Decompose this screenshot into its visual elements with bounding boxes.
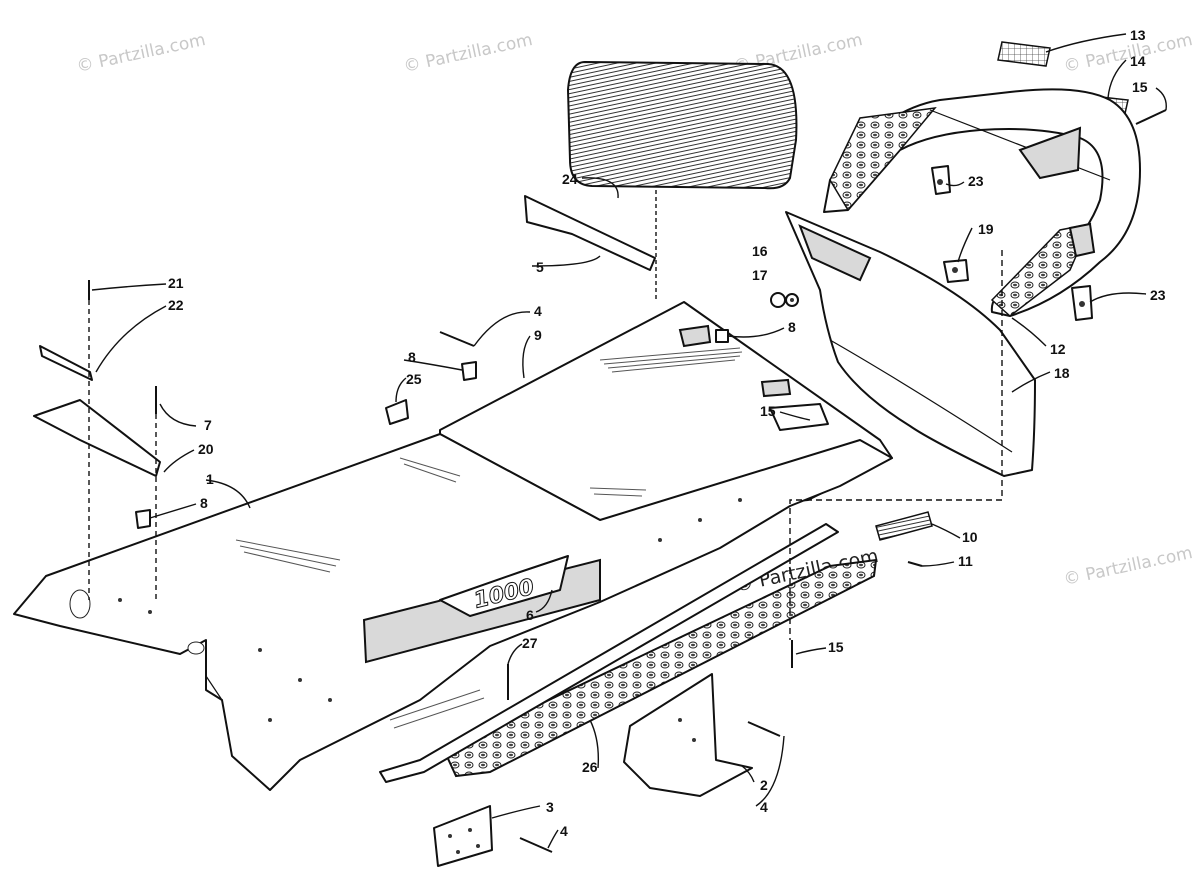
- callout-15: 15: [1132, 79, 1148, 95]
- callout-26: 26: [582, 759, 598, 775]
- callout-4-plate: 4: [560, 823, 568, 839]
- part-8-bumper: [135, 329, 729, 529]
- callout-14: 14: [1130, 53, 1146, 69]
- part-15-bolt: [791, 109, 1167, 668]
- part-24-seat-pad: [566, 60, 798, 190]
- part-5-strip: [524, 195, 656, 271]
- callout-1: 1: [206, 471, 214, 487]
- callout-17: 17: [752, 267, 768, 283]
- callout-5: 5: [536, 259, 544, 275]
- part-23-clip: [931, 165, 951, 195]
- callout-16: 16: [752, 243, 768, 259]
- callout-11: 11: [958, 553, 973, 569]
- callout-4: 4: [534, 303, 542, 319]
- part-11-screw: [907, 561, 923, 567]
- part-26-running-board: [379, 523, 878, 783]
- part-16-17-nut-washer: [770, 292, 799, 308]
- callout-2: 2: [760, 777, 768, 793]
- part-2-bracket: [623, 673, 753, 797]
- watermark: © Partzilla.com: [1062, 543, 1194, 590]
- callout-22: 22: [168, 297, 184, 313]
- part-18-rear-flap: [785, 211, 1036, 477]
- callout-8: 8: [200, 495, 208, 511]
- watermark: © Partzilla.com: [75, 30, 207, 77]
- part-12-rear-bumper: [823, 88, 1141, 317]
- callout-9: 9: [534, 327, 542, 343]
- callout-21: 21: [168, 275, 184, 291]
- callout-15-mid: 15: [760, 403, 776, 419]
- callout-8-mid: 8: [408, 349, 416, 365]
- callout-4-lower: 4: [760, 799, 768, 815]
- callout-6: 6: [526, 607, 534, 623]
- part-25-pad: [385, 399, 409, 425]
- part-3-plate: [433, 805, 493, 867]
- leader-lines: [88, 33, 1167, 849]
- part-22-strip: [39, 345, 93, 381]
- callout-27: 27: [522, 635, 538, 651]
- callouts: 1 2 3 4 4 4 5 6 7 8 8 8 9 10 11 12 13 14…: [168, 27, 1166, 839]
- callout-23: 23: [968, 173, 984, 189]
- callout-15-lower: 15: [828, 639, 844, 655]
- callout-3: 3: [546, 799, 554, 815]
- callout-18: 18: [1054, 365, 1070, 381]
- callout-12: 12: [1050, 341, 1066, 357]
- part-10-strip: [875, 511, 933, 541]
- part-4-bolt: [439, 331, 781, 853]
- part-20-bracket: [33, 399, 161, 477]
- part-13-decal: [997, 41, 1051, 67]
- callout-10: 10: [962, 529, 978, 545]
- callout-25: 25: [406, 371, 422, 387]
- callout-8-right: 8: [788, 319, 796, 335]
- watermark: © Partzilla.com: [402, 30, 534, 77]
- callout-20: 20: [198, 441, 214, 457]
- callout-19: 19: [978, 221, 994, 237]
- callout-7: 7: [204, 417, 212, 433]
- callout-13: 13: [1130, 27, 1146, 43]
- callout-24: 24: [562, 171, 578, 187]
- callout-23-lower: 23: [1150, 287, 1166, 303]
- part-23-clip-lower: [1071, 285, 1093, 321]
- part-19-clip: [943, 259, 969, 283]
- watermark: © Partzilla.com: [1062, 30, 1194, 77]
